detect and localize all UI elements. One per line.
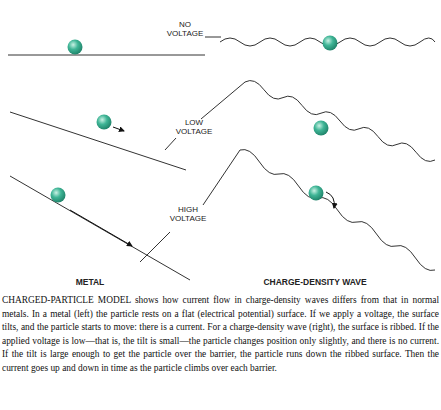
section-title: CHARGE-DENSITY WAVE — [245, 278, 385, 287]
charged-particle — [314, 121, 329, 136]
steep-surface — [10, 176, 190, 280]
motion-arrow — [113, 127, 124, 131]
charged-particle — [309, 186, 324, 201]
leader-line — [165, 138, 176, 150]
tilted-surface — [10, 112, 186, 170]
charged-particle — [97, 115, 112, 130]
ribbed-tilted-surface — [245, 81, 435, 162]
ribbed-steep-surface — [240, 150, 435, 271]
section-title: METAL — [50, 278, 130, 287]
illustration — [0, 0, 441, 292]
leader-line — [201, 82, 245, 119]
voltage-label: HIGH VOLTAGE — [166, 205, 210, 223]
flat-surface — [8, 55, 205, 56]
voltage-label: NO VOLTAGE — [164, 20, 206, 38]
motion-arrow — [326, 192, 334, 208]
charged-particle — [51, 188, 66, 203]
motion-arrow — [70, 210, 132, 246]
leader-line — [140, 232, 170, 262]
charged-particle — [323, 36, 338, 51]
leader-line — [203, 150, 240, 205]
voltage-label: LOW VOLTAGE — [174, 118, 214, 136]
figure-caption: CHARGED-PARTICLE MODEL shows how current… — [2, 294, 439, 376]
charged-particle — [68, 40, 83, 55]
leader-line — [205, 37, 221, 38]
